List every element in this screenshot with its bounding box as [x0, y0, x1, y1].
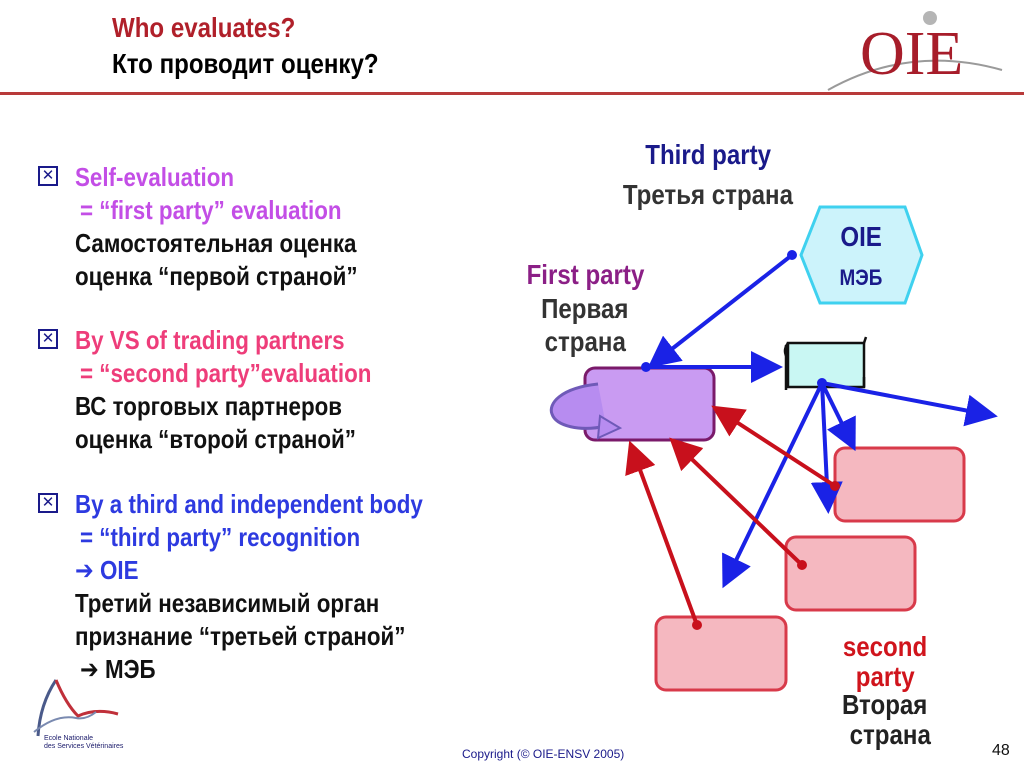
page-number: 48	[992, 742, 1010, 759]
first-party-russian-label-1: Первая	[541, 293, 629, 324]
second-party-russian-label-1: Вторая	[842, 689, 928, 720]
bullet-1-line-2: = “first party” evaluation	[80, 195, 342, 225]
third-party-russian-label: Третья страна	[622, 179, 794, 210]
oie-hexagon	[799, 205, 924, 305]
slide-title-english: Who evaluates?	[112, 12, 296, 43]
second-party-label-2: party	[855, 661, 915, 692]
bullet-3-line-4: Третий независимый орган	[75, 588, 380, 618]
arrow-right-icon: ➔	[75, 555, 94, 585]
second-party-box-1	[833, 446, 966, 523]
bullet-2-line-3: ВС торговых партнеров	[75, 391, 343, 421]
bullet-3-line-3: ➔ OIE	[75, 555, 139, 585]
second-party-evaluation-arrows	[625, 405, 837, 626]
second-party-box-3	[654, 615, 788, 692]
bullet-1-line-1: Self-evaluation	[75, 162, 235, 192]
oie-logo-text: OIE	[860, 20, 963, 88]
arrow-right-icon: ➔	[80, 654, 99, 684]
first-party-label: First party	[526, 259, 644, 290]
oie-logo: OIE	[827, 11, 1003, 91]
bullet-3-line-2: = “third party” recognition	[80, 522, 361, 552]
first-party-russian-label-2: страна	[544, 326, 626, 357]
second-party-label-1: second	[842, 631, 928, 662]
bullet-1-line-4: оценка “первой страной”	[75, 261, 358, 291]
bullet-2-line-2: = “second party”evaluation	[80, 358, 372, 388]
svg-text:des Services Vétérinaires: des Services Vétérinaires	[44, 743, 124, 750]
bullet-1-line-3: Самостоятельная оценка	[75, 228, 357, 258]
third-party-label: Third party	[645, 139, 771, 170]
checkbox-x-icon: ✕	[38, 166, 58, 186]
svg-text:Ecole Nationale: Ecole Nationale	[44, 735, 93, 742]
second-party-russian-label-2: страна	[849, 719, 931, 750]
school-logo: Ecole Nationale des Services Vétérinaire…	[33, 679, 124, 750]
self-evaluation-arrow	[549, 382, 607, 430]
certificate-scroll-icon	[783, 336, 868, 390]
checkbox-x-icon: ✕	[38, 493, 58, 513]
copyright-text: Copyright (© OIE-ENSV 2005)	[462, 747, 625, 761]
hexagon-label-meb: МЭБ	[839, 265, 883, 290]
slide-title-russian: Кто проводит оценку?	[112, 48, 379, 79]
hexagon-label-oie: OIE	[840, 221, 882, 252]
bullet-3-line-5: признание “третьей страной”	[75, 621, 406, 651]
recognition-arrows	[646, 253, 998, 589]
title-divider	[0, 92, 1024, 95]
bullet-2-line-1: By VS of trading partners	[75, 325, 345, 355]
bullet-3-line-6: ➔ МЭБ	[80, 654, 156, 684]
bullet-3-line-1: By a third and independent body	[75, 489, 423, 519]
second-party-box-2	[784, 535, 917, 612]
checkbox-x-icon: ✕	[38, 329, 58, 349]
bullet-2-line-4: оценка “второй страной”	[75, 424, 356, 454]
